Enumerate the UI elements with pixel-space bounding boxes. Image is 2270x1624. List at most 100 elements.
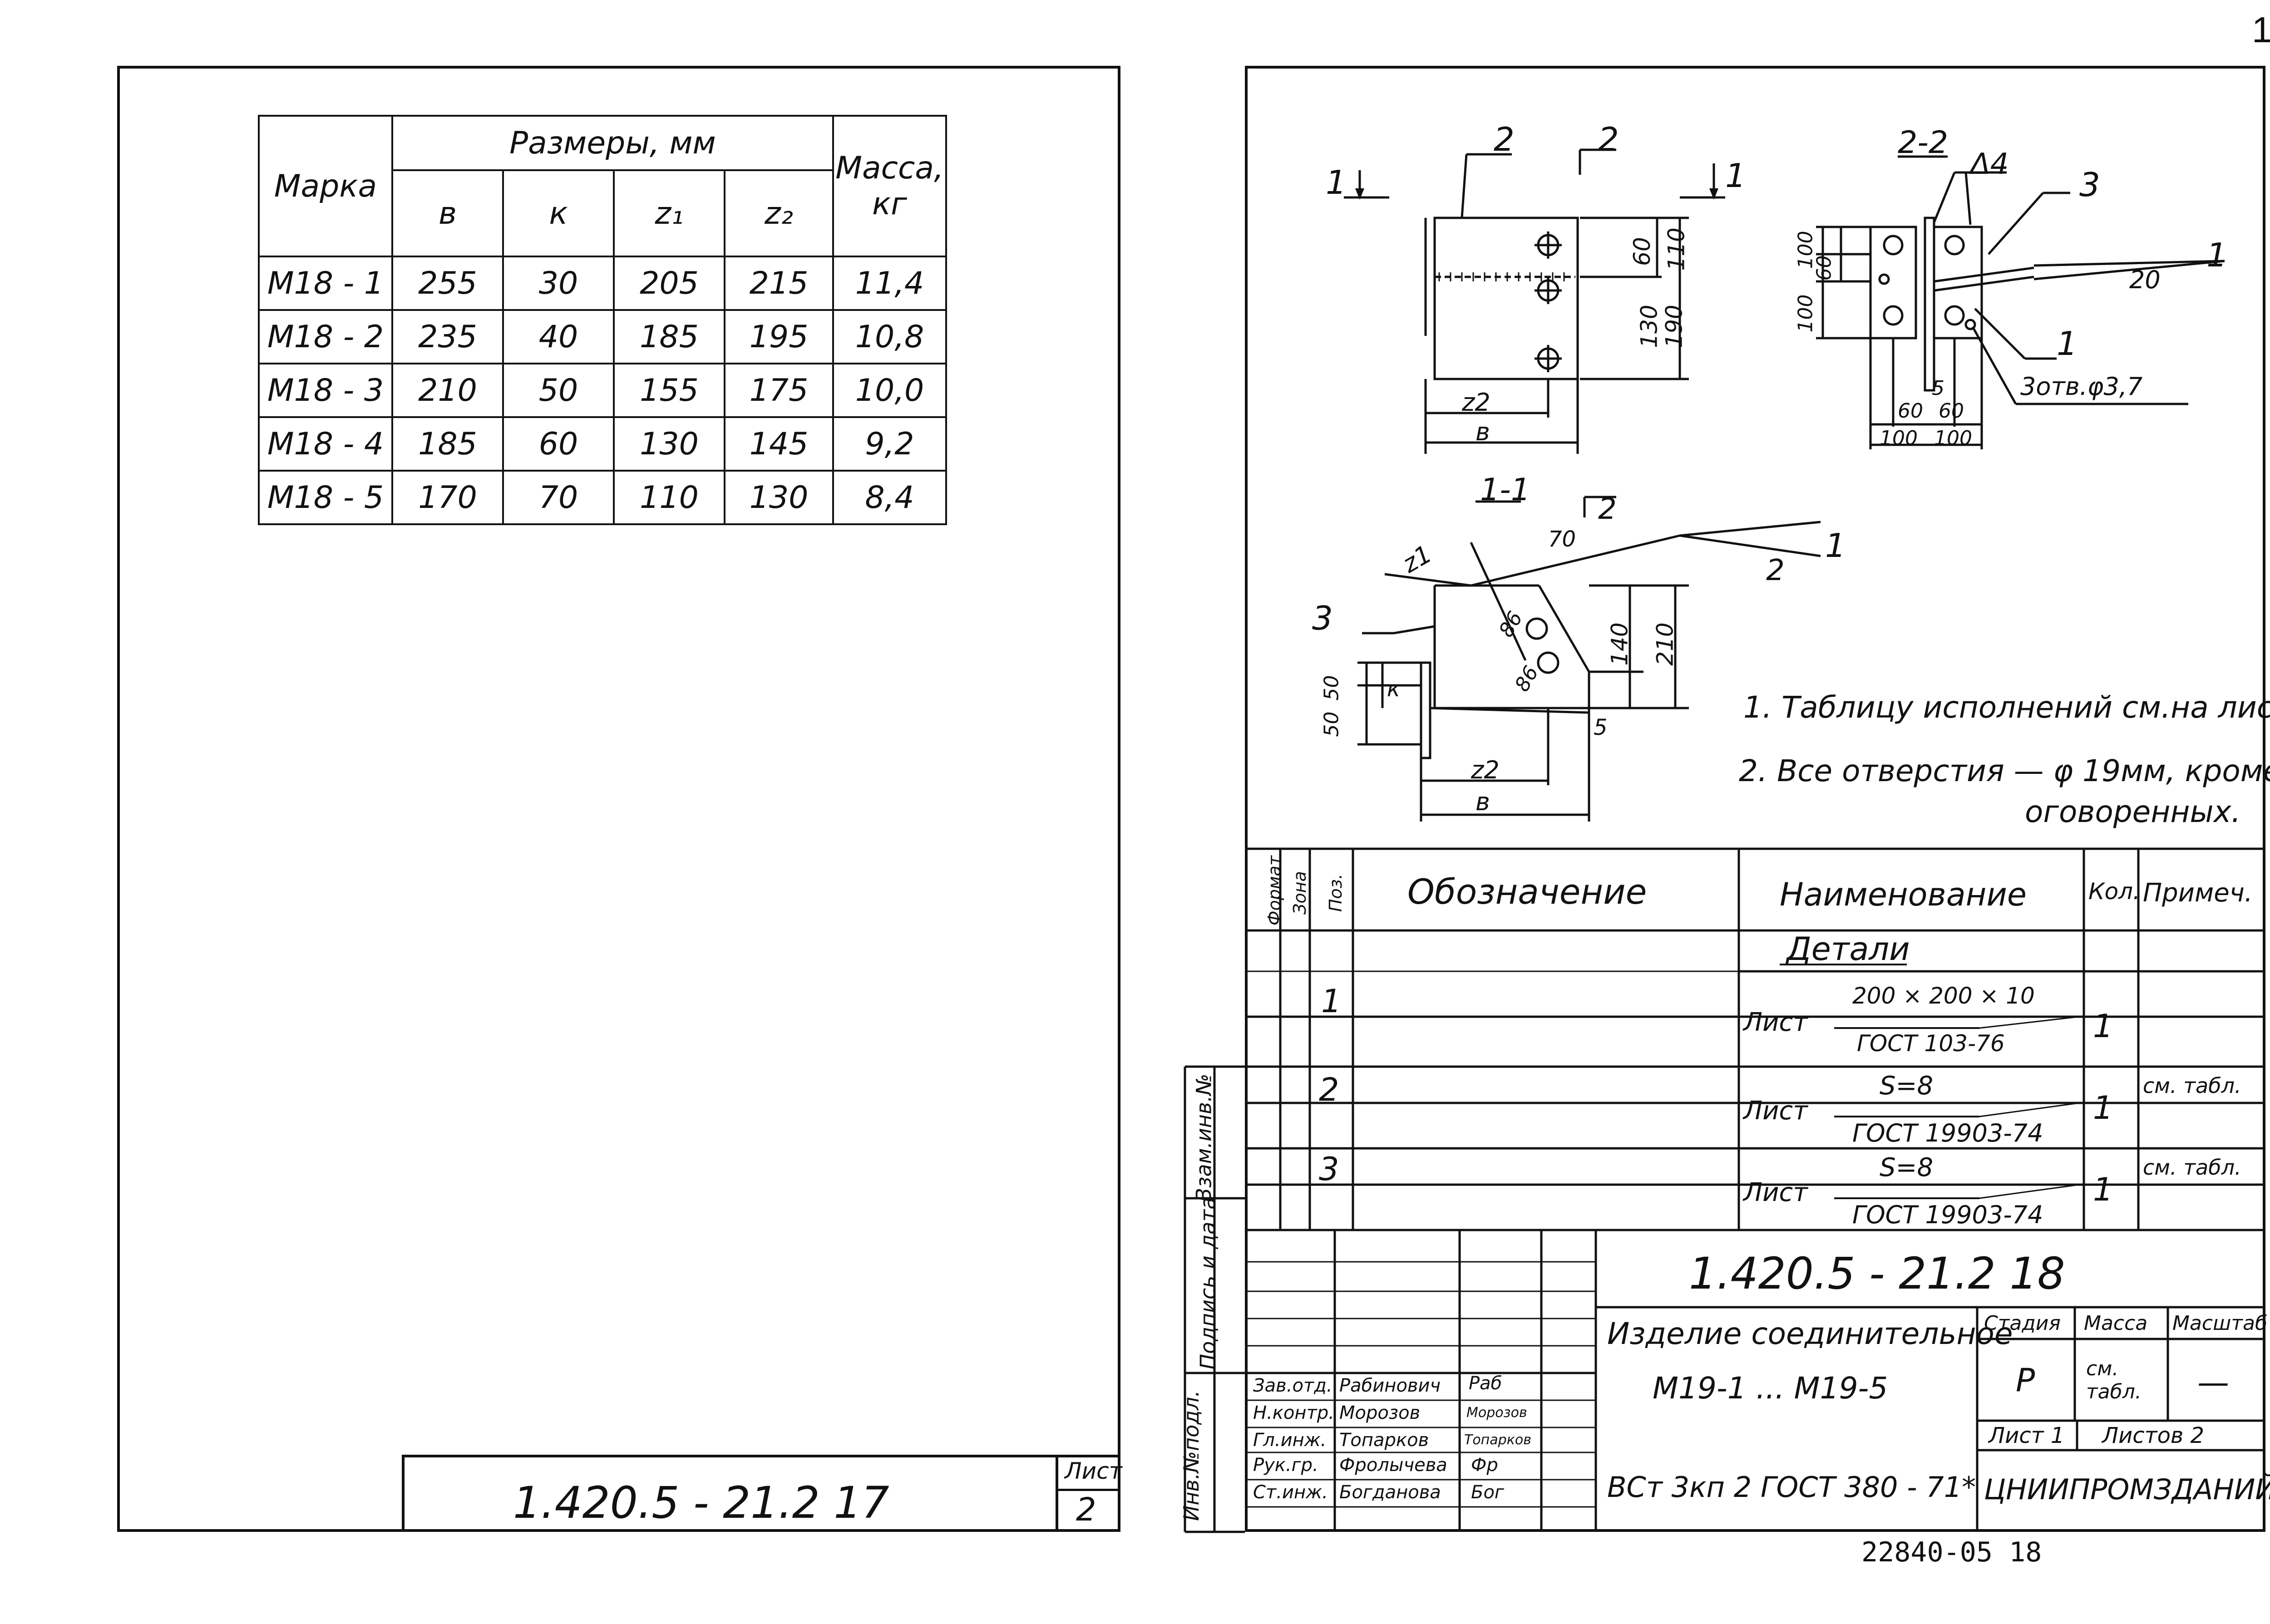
left-stamp xyxy=(402,1455,1120,1532)
left-stamp-sheet-label: Лист xyxy=(1065,1458,1122,1484)
spec-col-format: Формат xyxy=(1264,855,1285,926)
dim-60-bottom-2: 60 xyxy=(1939,399,1964,423)
note-2: 2. Все отверстия — φ 19мм, кроме xyxy=(1739,753,2270,788)
spec-row-2-note: см. табл. xyxy=(2143,1073,2241,1098)
role-3-name: Топарков xyxy=(1339,1430,1429,1451)
role-5-sign: Бог xyxy=(1471,1482,1504,1503)
spec-row-2-pos: 2 xyxy=(1319,1071,1339,1108)
spec-col-note: Примеч. xyxy=(2143,878,2253,908)
material: ВСт 3кп 2 ГОСТ 380 - 71* xyxy=(1607,1471,1976,1504)
product-name-1: Изделие соединительное xyxy=(1607,1316,2013,1351)
side-label-inv: Инв.№подл. xyxy=(1179,1390,1204,1521)
view-label-1-top: 1 xyxy=(2206,236,2227,274)
col-k: к xyxy=(502,169,615,257)
dim-z2-front: z2 xyxy=(1462,388,1490,417)
note-1: 1. Таблицу исполнений см.на листе 2. xyxy=(1743,690,2270,725)
product-name-2: М19-1 ... М19-5 xyxy=(1653,1371,1888,1406)
role-4-sign: Фр xyxy=(1471,1455,1498,1476)
view-label-2-lower: 2 xyxy=(1598,492,1617,526)
role-4-name: Фролычева xyxy=(1339,1455,1447,1476)
role-1: Зав.отд. xyxy=(1253,1375,1332,1396)
spec-row-3-name: Лист xyxy=(1743,1178,1808,1207)
view-label-3-lower: 3 xyxy=(1312,599,1333,637)
mass-value: см. табл. xyxy=(2086,1357,2142,1403)
view-label-1-lower: 1 xyxy=(1825,527,1846,565)
spec-row-3-num: S=8 xyxy=(1880,1153,1934,1182)
spec-row-2-name: Лист xyxy=(1743,1096,1808,1126)
spec-row-3-den: ГОСТ 19903-74 xyxy=(1852,1201,2043,1229)
page-number: 17 xyxy=(2252,10,2270,50)
col-sizes: Размеры, мм xyxy=(391,115,834,171)
sheet-value: Лист 1 xyxy=(1989,1423,2065,1448)
role-2-name: Морозов xyxy=(1339,1403,1421,1423)
role-2-sign: Морозов xyxy=(1466,1405,1527,1421)
spec-row-1-den: ГОСТ 103-76 xyxy=(1857,1030,2005,1057)
right-sheet xyxy=(1245,66,2265,1532)
dim-5-lower: 5 xyxy=(1594,715,1608,740)
side-label-replace: Взам.инв.№ xyxy=(1191,1073,1216,1202)
col-z1: z₁ xyxy=(613,169,725,257)
holes-note: 3отв.φ3,7 xyxy=(2020,372,2143,401)
spec-section-details: Детали xyxy=(1786,930,1910,968)
spec-col-zone: Зона xyxy=(1289,871,1310,915)
spec-row-2-den: ГОСТ 19903-74 xyxy=(1852,1119,2043,1147)
spec-col-pos: Поз. xyxy=(1326,873,1346,912)
dim-b-lower: в xyxy=(1476,787,1490,816)
dim-5-side: 5 xyxy=(1932,377,1944,400)
spec-col-name: Наименование xyxy=(1780,876,2027,913)
spec-col-qty: Кол. xyxy=(2088,878,2140,905)
dim-100-bottom-2: 100 xyxy=(1934,427,1972,450)
scale-label: Масштаб xyxy=(2172,1312,2268,1335)
spec-row-2-num: S=8 xyxy=(1880,1071,1934,1101)
left-sheet xyxy=(117,66,1120,1532)
dim-b-front: в xyxy=(1476,418,1490,446)
dim-100-bottom: 100 xyxy=(1880,427,1918,450)
role-3: Гл.инж. xyxy=(1253,1430,1327,1451)
view-label-3-top: 3 xyxy=(2079,166,2100,204)
title-code: 1.420.5 - 21.2 18 xyxy=(1689,1248,2065,1299)
role-5: Ст.инж. xyxy=(1253,1482,1328,1503)
left-stamp-sheet-number: 2 xyxy=(1076,1491,1096,1528)
plate-front-view xyxy=(1433,217,1579,380)
spec-col-designation: Обозначение xyxy=(1407,871,1647,912)
mass-label: Масса xyxy=(2084,1312,2148,1335)
spec-row-3-qty: 1 xyxy=(2093,1171,2113,1208)
section-label-2-2: 2-2 xyxy=(1898,125,1949,161)
scale-value: — xyxy=(2197,1364,2229,1401)
view-label-2-arm: 2 xyxy=(1766,554,1785,587)
dim-k: к xyxy=(1387,676,1400,702)
view-label-1-right: 1 xyxy=(1725,157,1746,195)
col-z2: z₂ xyxy=(724,169,834,257)
dim-60-bottom: 60 xyxy=(1898,399,1923,423)
view-label-2-cut: 2 xyxy=(1598,120,1619,158)
role-1-sign: Раб xyxy=(1469,1373,1502,1394)
dim-70: 70 xyxy=(1548,527,1576,552)
view-label-1-mid: 1 xyxy=(2057,325,2078,363)
spec-row-1-num: 200 × 200 × 10 xyxy=(1852,983,2035,1009)
role-3-sign: Топарков xyxy=(1464,1432,1531,1448)
left-stamp-sheet-cell xyxy=(1056,1455,1120,1532)
col-b: в xyxy=(391,169,504,257)
view-label-1-left: 1 xyxy=(1326,163,1347,202)
organization: ЦНИИПРОМЗДАНИЙ xyxy=(1984,1473,2270,1506)
role-1-name: Рабинович xyxy=(1339,1375,1441,1396)
spec-row-3-pos: 3 xyxy=(1319,1151,1339,1188)
section-label-1-1: 1-1 xyxy=(1480,472,1531,508)
spec-row-2-qty: 1 xyxy=(2093,1089,2113,1127)
dim-20: 20 xyxy=(2129,266,2161,294)
sheets-value: Листов 2 xyxy=(2102,1423,2205,1448)
role-4: Рук.гр. xyxy=(1253,1455,1318,1476)
spec-row-1-name: Лист xyxy=(1743,1008,1808,1037)
dim-z2-lower: z2 xyxy=(1471,756,1500,784)
stage-label: Стадия xyxy=(1984,1312,2061,1335)
side-label-signature: Подпись и дата xyxy=(1195,1196,1220,1370)
col-mass: Масса, кг xyxy=(832,115,947,257)
view-label-2: 2 xyxy=(1494,120,1515,158)
